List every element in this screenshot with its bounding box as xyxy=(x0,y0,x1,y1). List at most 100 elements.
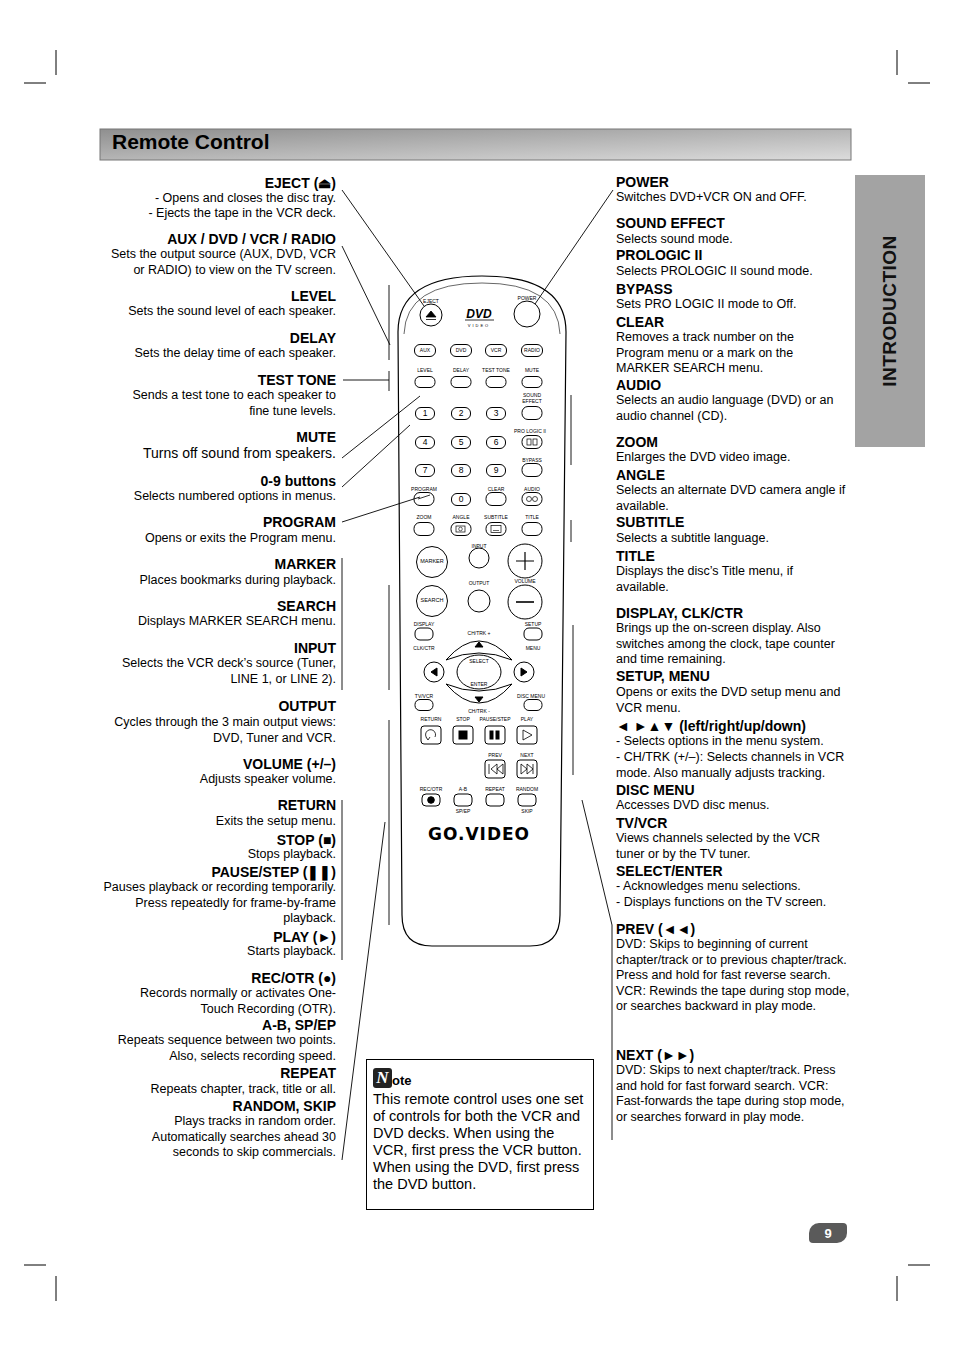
callout-text: - Acknowledges menu selections. xyxy=(616,879,852,895)
button-label: CH/TRK - xyxy=(457,708,501,714)
node-text: 4 xyxy=(423,438,428,447)
button-label: SOUND EFFECT xyxy=(520,392,544,404)
remote-button: 6 xyxy=(486,436,506,449)
callout-text: Selects a subtitle language. xyxy=(616,531,852,547)
button-label: CH/TRK + xyxy=(457,630,501,636)
callout-heading: BYPASS xyxy=(616,281,852,297)
button-label: ENTER xyxy=(457,681,501,687)
callout-text: Enlarges the DVD video image. xyxy=(616,450,852,466)
page-title: Remote Control xyxy=(112,130,270,154)
node-text: VCR xyxy=(491,348,502,353)
remote-button: 2 xyxy=(451,407,471,420)
callout-text: Removes a track number on the Program me… xyxy=(616,330,816,377)
button-label: CLEAR xyxy=(474,486,518,492)
button-label: VIDEO xyxy=(454,323,504,328)
remote-button: 4 xyxy=(415,436,435,449)
remote-buttons xyxy=(414,301,542,806)
section-tab: INTRODUCTION xyxy=(855,175,925,447)
callout-heading: ◄ ►▲▼ (left/right/up/down) xyxy=(616,718,852,734)
callout-heading: DELAY xyxy=(86,330,336,346)
button-label: PLAY xyxy=(505,716,549,722)
button-label: DELAY xyxy=(439,367,483,373)
button-label: PROGRAM xyxy=(402,486,446,492)
node-text: SEARCH xyxy=(421,598,444,604)
callout-text: Turns off sound from speakers. xyxy=(86,445,336,461)
button-label: CLK/CTR xyxy=(402,645,446,651)
node-text: RADIO xyxy=(524,348,540,353)
node-text: AUX xyxy=(420,348,430,353)
callout-text: Exits the setup menu. xyxy=(86,814,336,830)
remote-button: 1 xyxy=(415,407,435,420)
button-label: LEVEL xyxy=(403,367,447,373)
callout-text: Sets the sound level of each speaker. xyxy=(86,304,336,320)
callout-text: DVD: Skips to beginning of current chapt… xyxy=(616,937,850,1015)
callout-heading: DISC MENU xyxy=(616,782,852,798)
callout-text: Views channels selected by the VCR tuner… xyxy=(616,831,838,862)
callout-heading: STOP (■) xyxy=(86,832,336,848)
callout-heading: INPUT xyxy=(86,640,336,656)
node-text: 2 xyxy=(459,409,464,418)
node-text: ote xyxy=(392,1073,412,1088)
remote-button: RADIO xyxy=(521,344,543,357)
remote-button: 5 xyxy=(451,436,471,449)
button-label: AUDIO xyxy=(510,486,554,492)
title-band xyxy=(100,129,851,160)
node-text: 9 xyxy=(824,1226,831,1241)
callout-text: - Ejects the tape in the VCR deck. xyxy=(86,206,336,222)
callout-text: Selects an alternate DVD camera angle if… xyxy=(616,483,848,514)
remote-button: 8 xyxy=(451,464,471,477)
button-label: ANGLE xyxy=(439,514,483,520)
callout-heading: NEXT (►►) xyxy=(616,1047,852,1063)
callout-text: Pauses playback or recording temporarily… xyxy=(102,880,336,927)
callout-heading: SUBTITLE xyxy=(616,514,852,530)
node-text: INTRODUCTION xyxy=(879,235,901,387)
round-button: MARKER xyxy=(416,546,448,578)
callout-text: Displays the disc’s Title menu, if avail… xyxy=(616,564,816,595)
callout-text: DVD: Skips to next chapter/track. Press … xyxy=(616,1063,850,1125)
button-label: BYPASS xyxy=(510,457,554,463)
button-label: OUTPUT xyxy=(457,580,501,586)
button-label: SUBTITLE xyxy=(474,514,518,520)
callout-heading: SELECT/ENTER xyxy=(616,863,852,879)
button-label: SETUP xyxy=(511,621,555,627)
button-label: GO.VIDEO xyxy=(419,825,539,843)
button-label: MENU xyxy=(511,645,555,651)
callout-heading: TEST TONE xyxy=(86,372,336,388)
note-icon: N xyxy=(373,1068,392,1088)
callout-heading: SOUND EFFECT xyxy=(616,215,852,231)
remote-button: 0 xyxy=(451,493,471,506)
callout-text: Opens or exits the Program menu. xyxy=(86,531,336,547)
callout-heading: CLEAR xyxy=(616,314,852,330)
callout-heading: RETURN xyxy=(86,797,336,813)
callout-text: Plays tracks in random order. Automatica… xyxy=(108,1114,336,1161)
callout-text: Accesses DVD disc menus. xyxy=(616,798,852,814)
button-label: SKIP xyxy=(505,808,549,814)
leader-lines xyxy=(342,190,613,1160)
remote-button: 7 xyxy=(415,464,435,477)
callout-heading: OUTPUT xyxy=(86,698,336,714)
callout-text: Repeats sequence between two points. Als… xyxy=(104,1033,336,1064)
callout-text: Opens or exits the DVD setup menu and VC… xyxy=(616,685,852,716)
remote-button: 9 xyxy=(486,464,506,477)
node-text: 1 xyxy=(423,409,428,418)
callout-heading: REPEAT xyxy=(86,1065,336,1081)
button-label: DISPLAY xyxy=(402,621,446,627)
button-label: NEXT xyxy=(505,752,549,758)
callout-text: - Selects options in the menu system. xyxy=(616,734,852,750)
node-text: 9 xyxy=(494,466,499,475)
callout-text: - Opens and closes the disc tray. xyxy=(86,191,336,207)
button-label: PRO LOGIC II xyxy=(508,428,552,434)
button-label: VOLUME xyxy=(503,578,547,584)
remote-button: DVD xyxy=(450,344,472,357)
remote-button: AUX xyxy=(414,344,436,357)
button-label: INPUT xyxy=(457,543,501,549)
callout-text: - Displays functions on the TV screen. xyxy=(616,895,852,911)
button-label: SELECT xyxy=(457,658,501,664)
node-text: 3 xyxy=(494,409,499,418)
callout-text: Displays MARKER SEARCH menu. xyxy=(86,614,336,630)
button-label: PAUSE/STEP xyxy=(473,716,517,722)
button-label: TV/VCR xyxy=(402,693,446,699)
callout-heading: TV/VCR xyxy=(616,815,852,831)
button-label: A-B xyxy=(441,786,485,792)
